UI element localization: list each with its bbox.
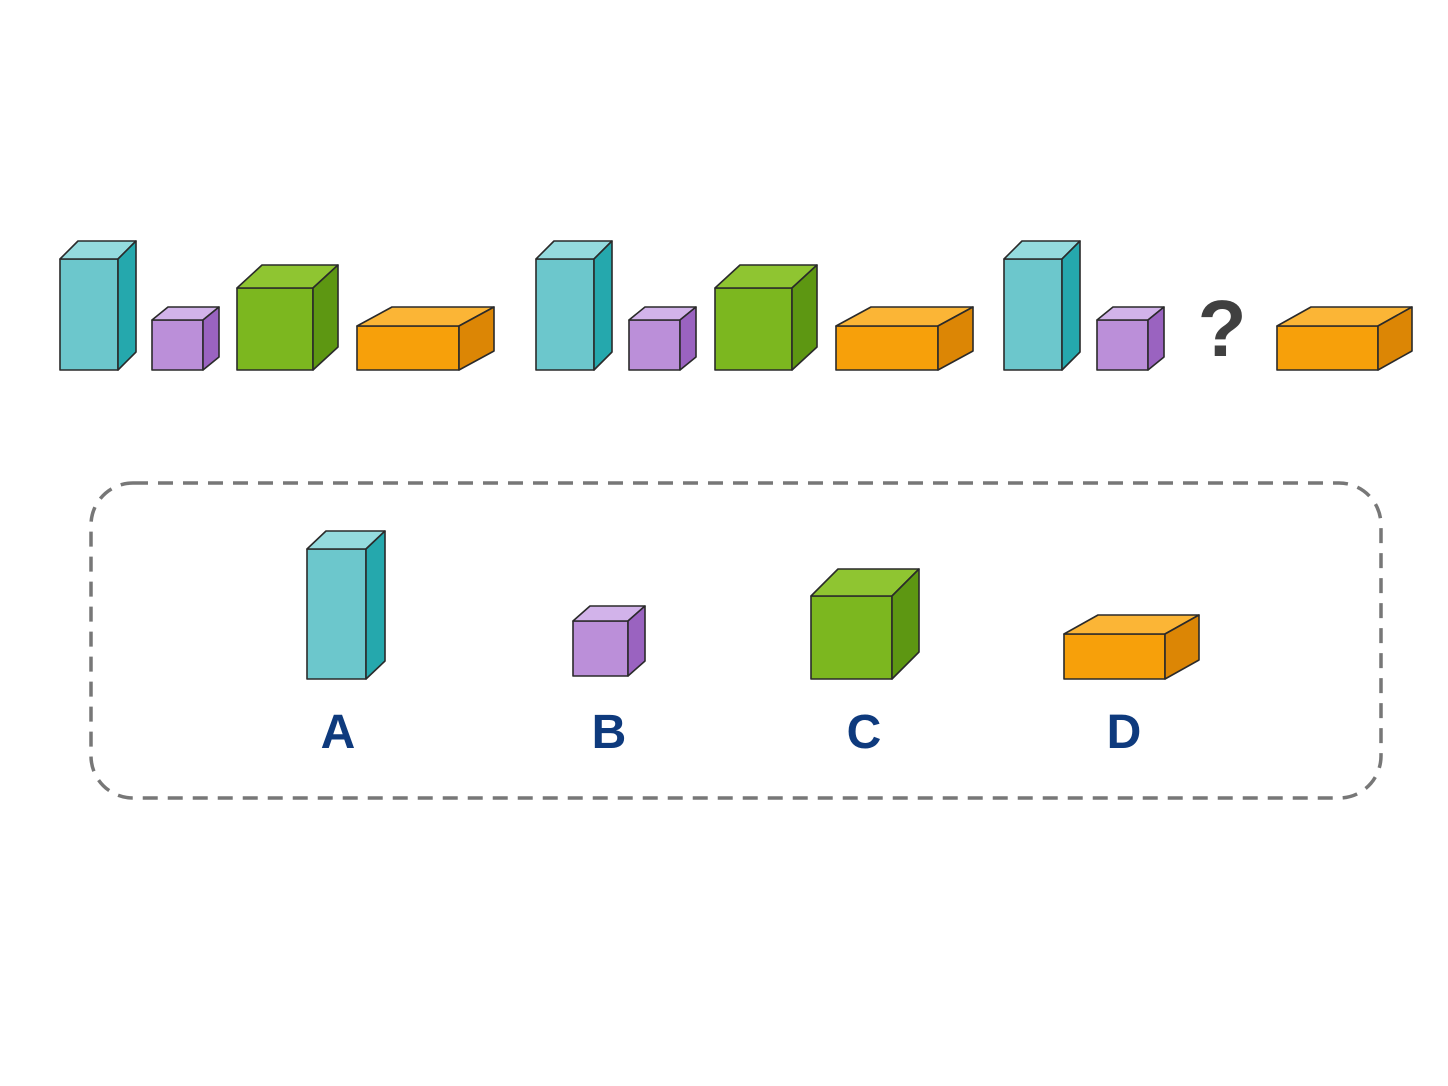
box-side-face <box>365 530 386 680</box>
box-side-face <box>937 306 974 371</box>
box-side-face <box>891 568 920 680</box>
sequence-row <box>59 240 1413 371</box>
sequence-item-6-small-cube <box>628 306 697 371</box>
box-front-face <box>810 595 893 680</box>
sequence-item-5-tall-box <box>535 240 613 371</box>
box-side-face <box>1377 306 1413 371</box>
box-side-face <box>791 264 818 371</box>
box-side-face <box>1061 240 1081 371</box>
box-front-face <box>628 319 681 371</box>
box-front-face <box>151 319 204 371</box>
option-b-small-cube <box>572 605 646 677</box>
sequence-item-12-flat-box <box>1276 306 1413 371</box>
sequence-item-10-small-cube <box>1096 306 1165 371</box>
box-front-face <box>306 548 367 680</box>
question-mark: ? <box>1198 284 1247 373</box>
box-side-face <box>627 605 646 677</box>
box-front-face <box>572 620 629 677</box>
box-front-face <box>714 287 793 371</box>
options-panel-border <box>89 481 1383 800</box>
option-label-b[interactable]: B <box>592 706 627 759</box>
sequence-item-4-flat-box <box>356 306 495 371</box>
box-side-face <box>458 306 495 371</box>
box-side-face <box>679 306 697 371</box>
box-front-face <box>835 325 939 371</box>
sequence-item-7-large-cube <box>714 264 818 371</box>
box-front-face <box>1096 319 1149 371</box>
box-front-face <box>236 287 314 371</box>
option-label-d[interactable]: D <box>1107 706 1142 759</box>
box-side-face <box>593 240 613 371</box>
box-side-face <box>312 264 339 371</box>
box-side-face <box>1147 306 1165 371</box>
box-front-face <box>1003 258 1063 371</box>
sequence-item-9-tall-box <box>1003 240 1081 371</box>
option-a-tall-box <box>306 530 386 680</box>
box-front-face <box>535 258 595 371</box>
option-d-flat-box <box>1063 614 1200 680</box>
box-side-face <box>202 306 220 371</box>
box-side-face <box>1164 614 1200 680</box>
sequence-item-2-small-cube <box>151 306 220 371</box>
sequence-item-3-large-cube <box>236 264 339 371</box>
box-front-face <box>59 258 119 371</box>
box-front-face <box>1063 633 1166 680</box>
sequence-item-1-tall-box <box>59 240 137 371</box>
options-row: A B C D <box>306 530 1200 759</box>
option-c-large-cube <box>810 568 920 680</box>
box-side-face <box>117 240 137 371</box>
box-front-face <box>356 325 460 371</box>
option-label-c[interactable]: C <box>847 706 882 759</box>
box-front-face <box>1276 325 1379 371</box>
sequence-item-8-flat-box <box>835 306 974 371</box>
option-label-a[interactable]: A <box>321 706 356 759</box>
